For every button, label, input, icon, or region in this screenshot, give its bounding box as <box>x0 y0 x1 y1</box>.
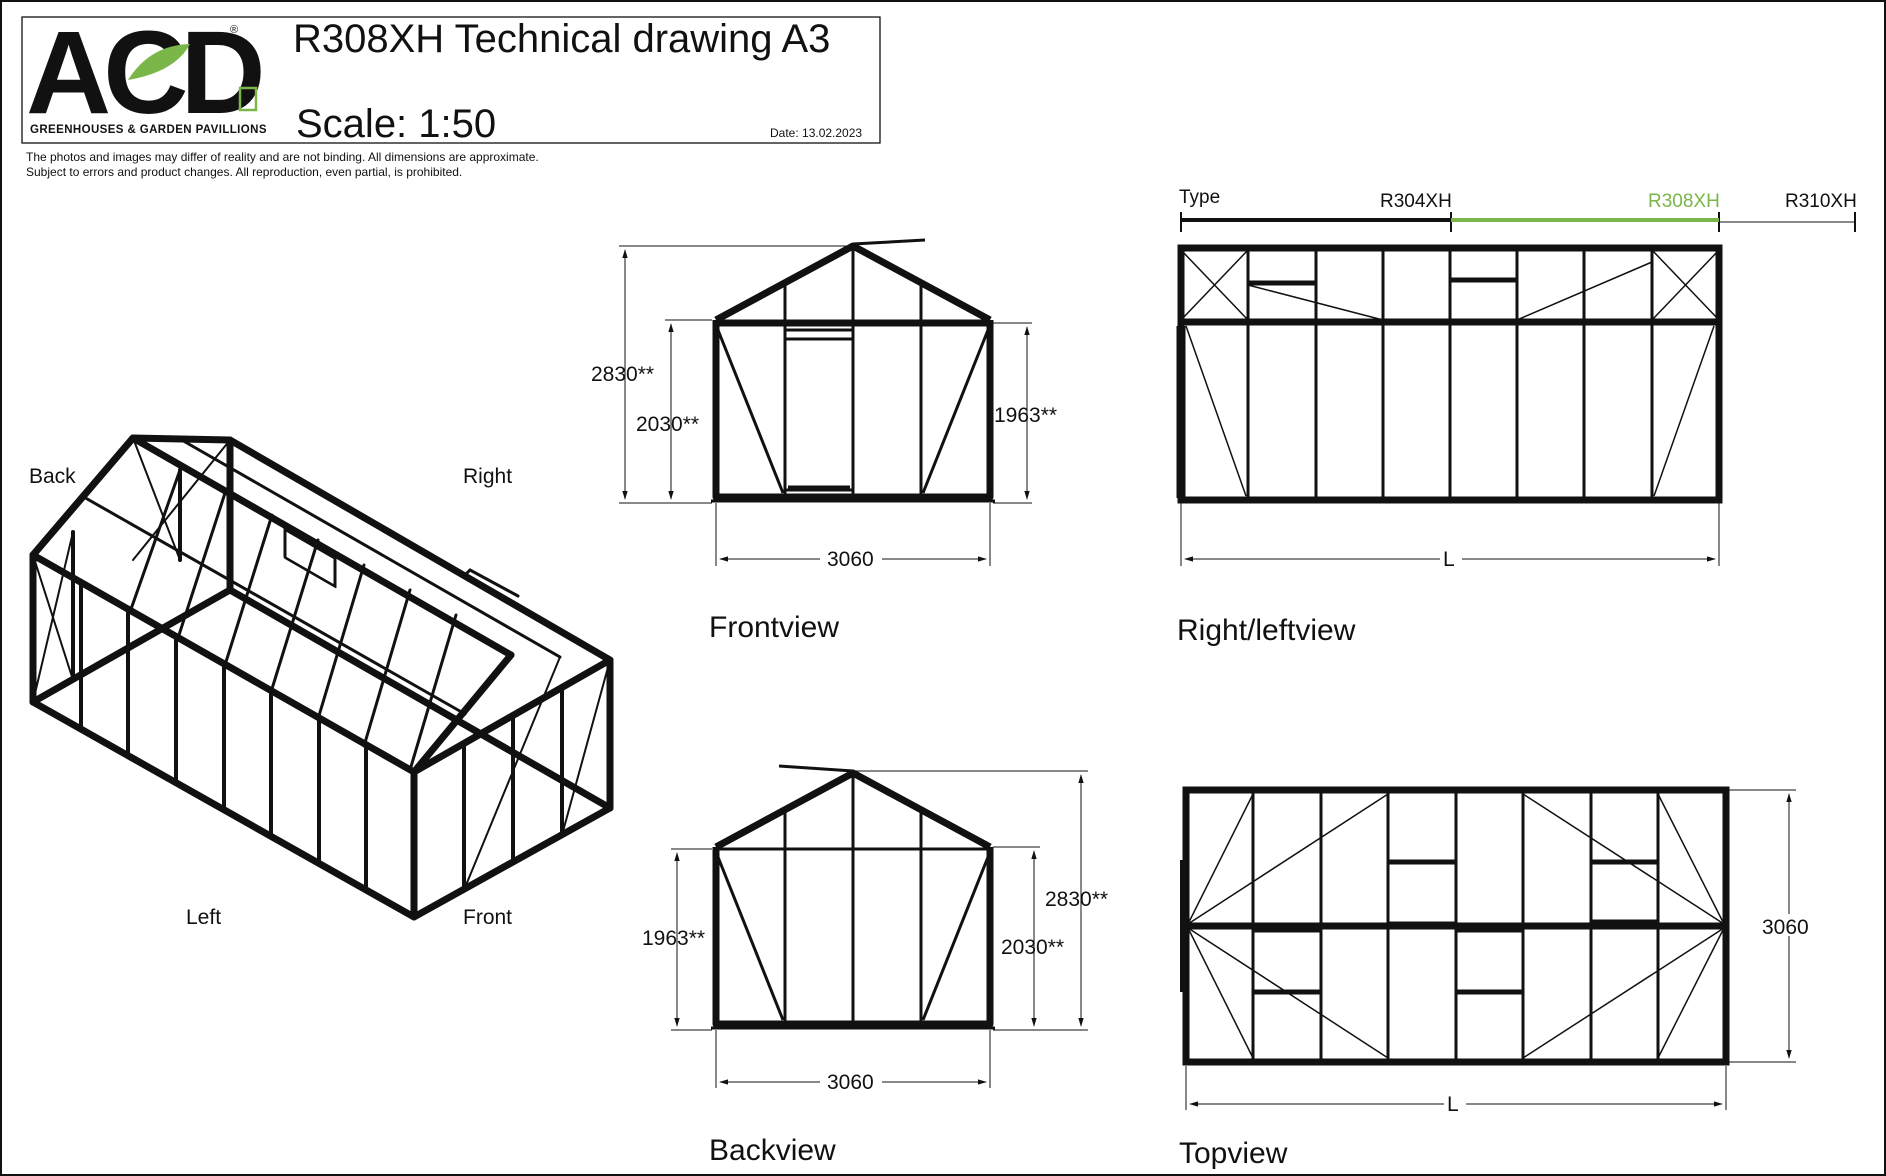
iso-label-right: Right <box>463 465 512 488</box>
drawing-scale: Scale: 1:50 <box>296 102 496 146</box>
type-option-r310xh: R310XH <box>1785 191 1857 212</box>
back-view-caption: Backview <box>709 1134 836 1167</box>
front-view-drawing <box>619 238 1032 566</box>
house-icon <box>238 86 258 112</box>
drawing-title: R308XH Technical drawing A3 <box>293 17 830 61</box>
top-width: 3060 <box>1762 916 1809 939</box>
iso-label-back: Back <box>29 465 76 488</box>
drawing-date: Date: 13.02.2023 <box>770 126 862 140</box>
iso-label-front: Front <box>463 906 512 929</box>
top-view-caption: Topview <box>1179 1137 1288 1170</box>
registered-mark: ® <box>230 24 238 36</box>
back-eave-height: 1963** <box>642 927 705 950</box>
disclaimer-line-1: The photos and images may differ of real… <box>26 150 539 164</box>
back-side-height: 2030** <box>1001 936 1064 959</box>
front-eave-height: 1963** <box>994 404 1057 427</box>
side-view-caption: Right/leftview <box>1177 614 1356 647</box>
company-logo: ACD ® GREENHOUSES & GARDEN PAVILLIONS <box>26 7 269 139</box>
type-option-r308xh: R308XH <box>1648 191 1720 212</box>
back-width: 3060 <box>827 1071 874 1094</box>
type-option-r304xh: R304XH <box>1380 191 1452 212</box>
iso-label-left: Left <box>186 906 221 929</box>
title-block: ACD ® GREENHOUSES & GARDEN PAVILLIONS R3… <box>21 7 881 146</box>
disclaimer-line-2: Subject to errors and product changes. A… <box>26 165 462 179</box>
back-view-drawing <box>671 764 1088 1088</box>
front-view-caption: Frontview <box>709 611 839 644</box>
back-total-height: 2830** <box>1045 888 1108 911</box>
side-length-label: L <box>1443 548 1455 571</box>
leaf-icon <box>128 44 190 80</box>
front-side-height: 2030** <box>636 413 699 436</box>
isometric-view <box>29 434 614 921</box>
top-length-label: L <box>1447 1093 1459 1116</box>
type-label: Type <box>1179 187 1220 208</box>
front-width: 3060 <box>827 548 874 571</box>
front-total-height: 2830** <box>591 363 654 386</box>
type-length-bar <box>1180 212 1856 232</box>
top-view-drawing <box>1180 786 1796 1110</box>
side-view-drawing <box>1176 244 1723 566</box>
logo-tagline: GREENHOUSES & GARDEN PAVILLIONS <box>30 124 267 136</box>
